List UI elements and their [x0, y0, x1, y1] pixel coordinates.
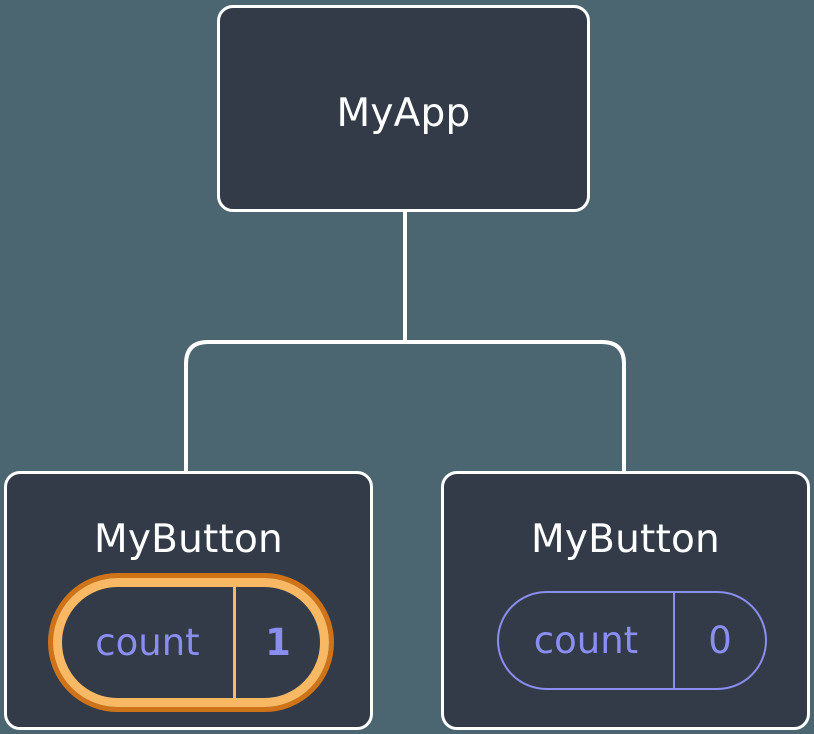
state-value-left: 1 — [265, 621, 291, 664]
node-mybutton-left[interactable]: MyButton count 1 — [4, 471, 373, 730]
node-mybutton-right[interactable]: MyButton count 0 — [441, 471, 810, 730]
state-pill-highlighted[interactable]: count 1 — [48, 573, 334, 712]
state-key-left: count — [62, 587, 236, 698]
node-title-root: MyApp — [336, 91, 471, 136]
node-title-child-left: MyButton — [94, 517, 283, 562]
node-title-child-right: MyButton — [531, 517, 720, 562]
state-key-right: count — [499, 593, 675, 688]
state-value-right: 0 — [708, 619, 732, 662]
state-pill-plain[interactable]: count 0 — [497, 591, 767, 690]
node-myapp[interactable]: MyApp — [217, 5, 590, 212]
connector-branch-bar — [184, 340, 626, 471]
state-pill-inner: count 1 — [53, 578, 329, 707]
